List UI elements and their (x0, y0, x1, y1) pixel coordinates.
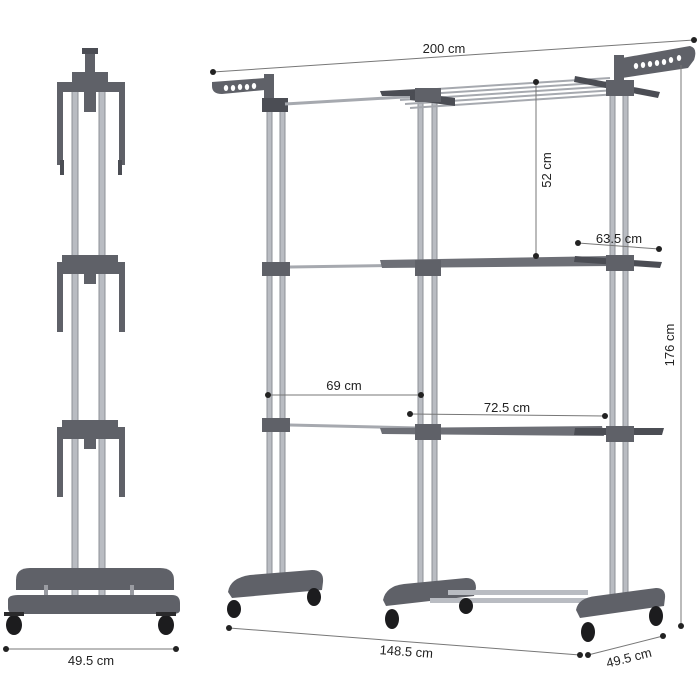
base-length-label: 148.5 cm (379, 642, 433, 661)
side-base (4, 568, 180, 635)
left-base (227, 570, 324, 618)
wing-length-label: 63.5 cm (596, 231, 642, 246)
tier-middle (262, 255, 662, 276)
side-tier-2 (57, 255, 125, 332)
dim-shelf-length: 72.5 cm (407, 400, 608, 419)
right-base (383, 578, 666, 642)
side-depth-label: 49.5 cm (68, 653, 114, 668)
dim-wing-length: 63.5 cm (575, 231, 662, 252)
front-view: 200 cm 52 cm 63.5 cm 176 cm 69 cm (210, 37, 697, 671)
total-height-label: 176 cm (662, 324, 677, 367)
top-left-wing (212, 74, 288, 112)
dim-top-to-center: 69 cm (265, 378, 424, 398)
dim-tier-height: 52 cm (533, 79, 554, 259)
shelf-length-label: 72.5 cm (484, 400, 530, 415)
side-tier-1 (57, 72, 125, 175)
dim-total-height: 176 cm (662, 65, 684, 629)
top-to-center-label: 69 cm (326, 378, 361, 393)
top-right-wing (614, 46, 696, 90)
tier-bottom (262, 418, 664, 442)
poles (266, 84, 629, 601)
tier-top (284, 76, 660, 109)
dim-side-depth: 49.5 cm (585, 633, 666, 671)
total-width-label: 200 cm (423, 41, 466, 56)
side-tier-3 (57, 420, 125, 497)
dim-total-width: 200 cm (210, 37, 697, 75)
dim-base-length: 148.5 cm (226, 625, 583, 661)
side-view: 49.5 cm (3, 48, 180, 668)
side-depth-dimension: 49.5 cm (3, 646, 179, 668)
tier-height-label: 52 cm (539, 152, 554, 187)
